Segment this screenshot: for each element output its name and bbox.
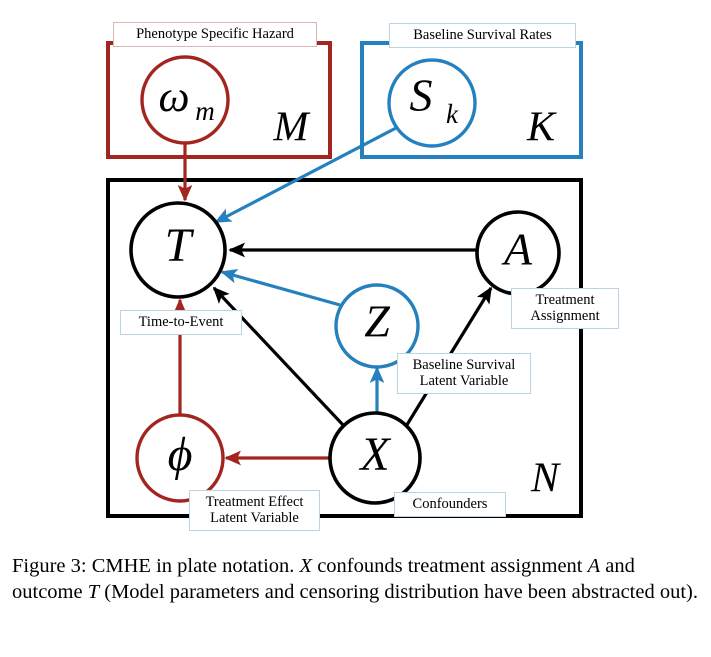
- callout-treatment-effect-latent-variable: Treatment Effect Latent Variable: [189, 490, 320, 532]
- node-sk-label: S: [410, 70, 433, 121]
- caption-text-2: confounds treatment assignment: [312, 555, 588, 577]
- plate-m-index: M: [273, 105, 311, 151]
- node-phi[interactable]: ϕ: [135, 413, 225, 503]
- figure-caption: Figure 3: CMHE in plate notation. X conf…: [12, 553, 702, 605]
- node-a[interactable]: A: [475, 210, 561, 296]
- node-z-label: Z: [364, 296, 390, 347]
- node-a-label: A: [501, 224, 533, 275]
- caption-text-3: and outcome: [12, 555, 635, 604]
- plate-n-rect: [106, 178, 583, 518]
- node-sk-subscript: k: [446, 99, 459, 129]
- node-z-circle: [334, 283, 420, 369]
- callout-phenotype-specific-hazard: Phenotype Specific Hazard: [113, 22, 317, 48]
- node-sk[interactable]: S k: [387, 58, 477, 148]
- node-omega[interactable]: ω m: [140, 55, 230, 145]
- node-omega-circle: [140, 55, 230, 145]
- node-z[interactable]: Z: [334, 283, 420, 369]
- callout-treatment-assignment-line2: Assignment: [530, 308, 600, 325]
- node-sk-circle: [387, 58, 477, 148]
- caption-var-t: T: [87, 581, 100, 604]
- node-omega-label: ω: [158, 72, 189, 121]
- edge-sk-to-t: [214, 126, 397, 224]
- node-omega-subscript: m: [195, 96, 215, 126]
- node-x-label: X: [358, 428, 391, 481]
- callout-baseline-latent-line1: Baseline Survival: [412, 357, 516, 373]
- callout-treatment-assignment-line1: Treatment: [535, 292, 595, 308]
- callout-baseline-survival-latent-variable: Baseline Survival Latent Variable: [397, 353, 531, 395]
- node-phi-circle: [135, 413, 225, 503]
- plate-notation-diagram: M K N ω m: [106, 41, 583, 518]
- caption-text-4: (Model parameters and censoring distribu…: [99, 581, 698, 604]
- plate-k-index: K: [526, 105, 557, 151]
- edge-z-to-t: [220, 268, 341, 307]
- node-t[interactable]: T: [129, 201, 227, 299]
- callout-baseline-latent-line2: Latent Variable: [419, 373, 509, 390]
- callout-baseline-survival-rates: Baseline Survival Rates: [389, 23, 576, 49]
- caption-var-a: A: [587, 555, 601, 577]
- callout-treatment-effect-line2: Latent Variable: [210, 510, 299, 527]
- node-x-circle: [328, 411, 422, 505]
- callout-time-to-event: Time-to-Event: [120, 310, 242, 336]
- node-t-circle: [129, 201, 227, 299]
- caption-prefix: Figure 3:: [12, 555, 87, 577]
- edge-x-to-t: [212, 286, 346, 428]
- node-t-label: T: [165, 219, 195, 272]
- plate-n-index: N: [530, 456, 561, 502]
- callout-treatment-assignment: Treatment Assignment: [511, 288, 619, 330]
- callout-treatment-effect-line1: Treatment Effect: [205, 494, 304, 510]
- caption-text-1: CMHE in plate notation.: [86, 555, 300, 577]
- node-phi-label: ϕ: [168, 428, 193, 481]
- node-x[interactable]: X: [328, 411, 422, 505]
- callout-confounders: Confounders: [394, 492, 506, 518]
- caption-var-x: X: [299, 555, 313, 577]
